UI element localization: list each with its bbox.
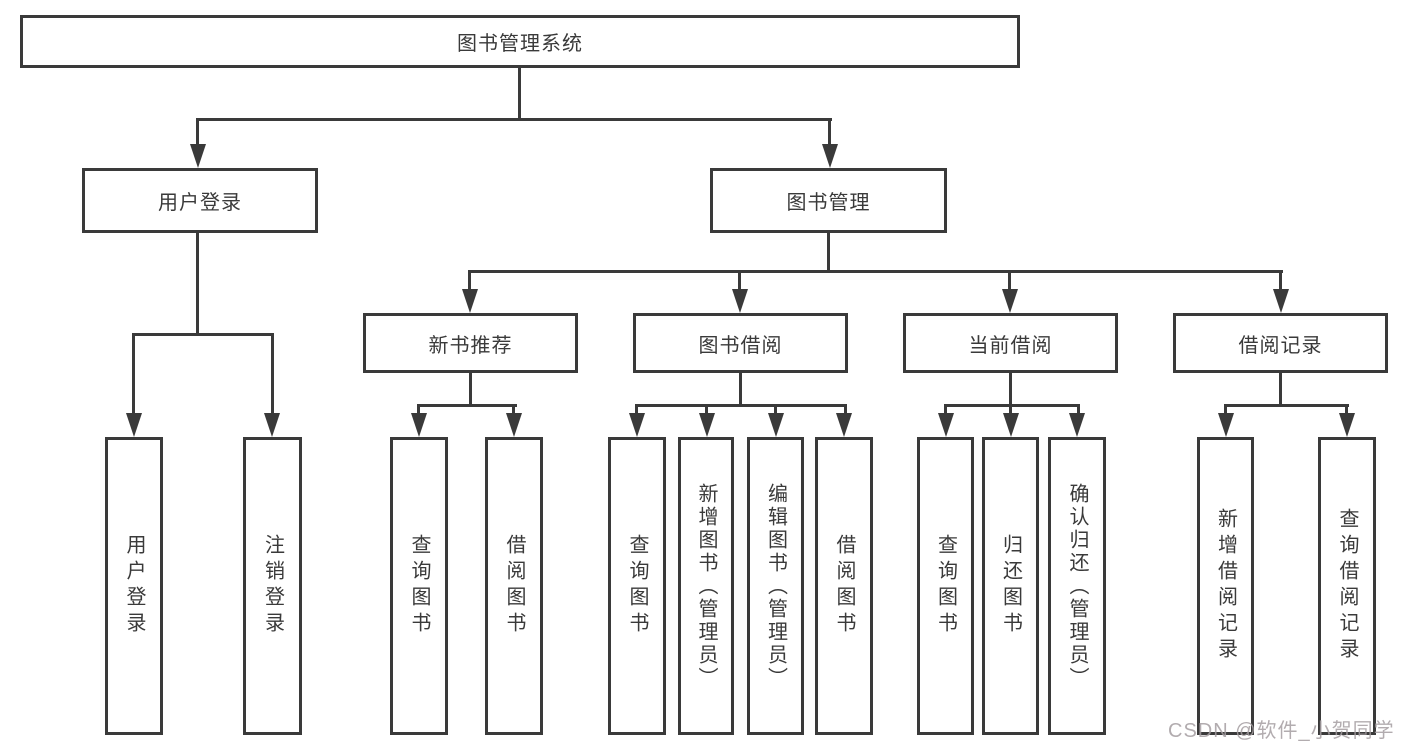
arrowhead-down-icon xyxy=(1218,413,1234,437)
node-label: 图书管理 xyxy=(786,192,871,214)
arrowhead-down-icon xyxy=(629,413,645,437)
node-current-borrow: 当前借阅 xyxy=(903,313,1118,373)
connector-bus xyxy=(417,404,517,407)
node-label: 归还图书 xyxy=(999,534,1022,638)
connector-drop xyxy=(468,270,471,292)
connector-drop xyxy=(132,333,135,413)
connector-book-management-bus xyxy=(468,270,1283,273)
connector-drop xyxy=(417,404,420,416)
connector-drop xyxy=(774,404,777,416)
node-label: 借阅图书 xyxy=(503,534,525,638)
connector-stem xyxy=(469,372,472,406)
node-label: 图书管理系统 xyxy=(457,33,583,55)
connector-user-login-stem xyxy=(196,233,199,335)
leaf-return-books: 归还图书 xyxy=(982,437,1039,735)
node-label: 查询借阅记录 xyxy=(1336,508,1358,664)
connector-drop xyxy=(1279,270,1282,292)
arrowhead-down-icon xyxy=(938,413,954,437)
connector-stem xyxy=(1009,372,1012,406)
connector-drop xyxy=(705,404,708,416)
connector-drop-book-management xyxy=(828,118,831,152)
node-new-book-recommend: 新书推荐 xyxy=(363,313,578,373)
arrowhead-down-icon xyxy=(699,413,715,437)
connector-user-login-bus xyxy=(132,333,274,336)
arrowhead-down-icon xyxy=(411,413,427,437)
node-label: 借阅图书 xyxy=(833,534,855,638)
node-label: 编辑图书（管理员） xyxy=(764,482,787,690)
arrowhead-down-icon xyxy=(462,289,478,313)
leaf-borrow-books-recommend: 借阅图书 xyxy=(485,437,543,735)
arrowhead-down-icon xyxy=(264,413,280,437)
node-label: 新书推荐 xyxy=(428,334,513,357)
connector-stem xyxy=(739,372,742,406)
csdn-watermark: CSDN @软件_小贺同学 xyxy=(1168,720,1395,742)
connector-drop xyxy=(1009,404,1012,416)
arrowhead-down-icon xyxy=(822,144,838,168)
node-label: 用户登录 xyxy=(158,192,242,214)
leaf-query-books-recommend: 查询图书 xyxy=(390,437,448,735)
node-book-management: 图书管理 xyxy=(710,168,947,233)
connector-book-management-stem xyxy=(827,233,830,273)
connector-bus xyxy=(944,404,1080,407)
node-label: 查询图书 xyxy=(934,534,957,638)
connector-drop xyxy=(271,333,274,413)
node-label: 查询图书 xyxy=(626,534,648,638)
arrowhead-down-icon xyxy=(1069,413,1085,437)
connector-bus xyxy=(635,404,847,407)
node-library-management-system: 图书管理系统 xyxy=(20,15,1020,68)
leaf-query-books-current: 查询图书 xyxy=(917,437,974,735)
leaf-query-books-borrow: 查询图书 xyxy=(608,437,666,735)
connector-drop xyxy=(1345,404,1348,416)
node-label: 新增图书（管理员） xyxy=(695,482,717,690)
arrowhead-down-icon xyxy=(1273,289,1289,313)
connector-drop xyxy=(512,404,515,416)
arrowhead-down-icon xyxy=(126,413,142,437)
node-label: 图书借阅 xyxy=(698,334,783,357)
node-label: 查询图书 xyxy=(408,534,430,638)
node-label: 新增借阅记录 xyxy=(1214,508,1237,664)
leaf-logout: 注销登录 xyxy=(243,437,302,735)
arrowhead-down-icon xyxy=(190,144,206,168)
node-borrow-record: 借阅记录 xyxy=(1173,313,1388,373)
connector-drop xyxy=(738,270,741,292)
connector-drop xyxy=(635,404,638,416)
connector-root-stem xyxy=(518,68,521,120)
arrowhead-down-icon xyxy=(1339,413,1355,437)
arrowhead-down-icon xyxy=(506,413,522,437)
leaf-borrow-books-borrow: 借阅图书 xyxy=(815,437,873,735)
leaf-add-borrow-record: 新增借阅记录 xyxy=(1197,437,1254,735)
connector-bus xyxy=(1224,404,1349,407)
leaf-add-books-admin: 新增图书（管理员） xyxy=(678,437,734,735)
connector-drop xyxy=(1077,404,1080,416)
node-label: 确认归还（管理员） xyxy=(1066,482,1088,690)
connector-root-bus xyxy=(196,118,832,121)
leaf-edit-books-admin: 编辑图书（管理员） xyxy=(747,437,804,735)
leaf-query-borrow-record: 查询借阅记录 xyxy=(1318,437,1376,735)
node-label: 当前借阅 xyxy=(968,334,1053,357)
connector-drop xyxy=(944,404,947,416)
arrowhead-down-icon xyxy=(1003,413,1019,437)
connector-stem xyxy=(1279,372,1282,406)
node-label: 注销登录 xyxy=(261,534,284,638)
node-label: 用户登录 xyxy=(123,534,145,638)
leaf-confirm-return-admin: 确认归还（管理员） xyxy=(1048,437,1106,735)
connector-drop xyxy=(1008,270,1011,292)
arrowhead-down-icon xyxy=(768,413,784,437)
arrowhead-down-icon xyxy=(732,289,748,313)
connector-drop-user-login xyxy=(196,118,199,152)
node-label: 借阅记录 xyxy=(1238,334,1323,357)
node-book-borrow: 图书借阅 xyxy=(633,313,848,373)
node-user-login: 用户登录 xyxy=(82,168,318,233)
leaf-user-login: 用户登录 xyxy=(105,437,163,735)
arrowhead-down-icon xyxy=(836,413,852,437)
arrowhead-down-icon xyxy=(1002,289,1018,313)
connector-drop xyxy=(844,404,847,416)
connector-drop xyxy=(1224,404,1227,416)
